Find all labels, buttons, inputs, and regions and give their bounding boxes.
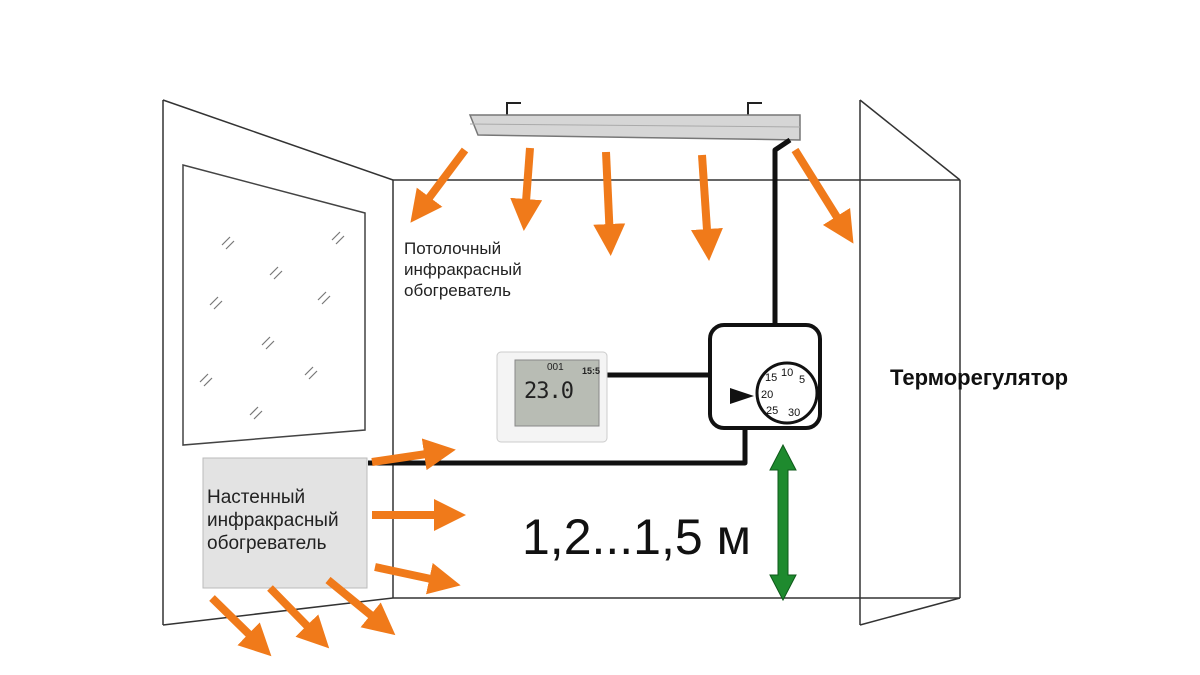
heat-arrow bbox=[410, 147, 469, 223]
heat-arrow bbox=[593, 151, 626, 256]
heat-arrow bbox=[267, 585, 330, 649]
heat-arrow bbox=[209, 595, 272, 657]
cables bbox=[368, 137, 792, 466]
thermostat-top: 001 bbox=[547, 362, 564, 373]
dial-number: 15 bbox=[765, 372, 778, 384]
regulator-dial bbox=[755, 361, 819, 425]
wall-heater-label: Настенный инфракрасный обогреватель bbox=[207, 487, 339, 554]
ceiling-heater bbox=[468, 102, 801, 141]
heat-arrow bbox=[510, 147, 543, 231]
dial-number: 25 bbox=[766, 405, 779, 417]
thermostat-temp: 23.0 bbox=[524, 379, 574, 404]
heat-arrow bbox=[374, 563, 461, 595]
green-height-arrow bbox=[769, 443, 797, 602]
thermostat-right: 15:5 bbox=[582, 366, 601, 376]
dial-number: 10 bbox=[781, 367, 794, 379]
room-walls bbox=[162, 99, 961, 626]
dial-number: 20 bbox=[761, 389, 774, 401]
ceiling-heater-label: Потолочный инфракрасный обогреватель bbox=[404, 239, 522, 300]
heat-arrow bbox=[371, 438, 456, 471]
window bbox=[182, 164, 366, 446]
dial-number: 5 bbox=[799, 374, 806, 386]
wall-heater bbox=[202, 457, 368, 589]
heat-arrow bbox=[791, 147, 854, 244]
height-label: 1,2...1,5 м bbox=[522, 509, 751, 565]
heat-arrow bbox=[690, 154, 723, 261]
dial-number: 30 bbox=[788, 407, 801, 419]
dial-pointer-icon bbox=[730, 388, 754, 404]
thermostat-device bbox=[496, 351, 608, 443]
heat-arrow bbox=[325, 576, 396, 636]
heat-arrows bbox=[209, 147, 854, 657]
thermoregulator-label: Терморегулятор bbox=[890, 365, 1069, 390]
